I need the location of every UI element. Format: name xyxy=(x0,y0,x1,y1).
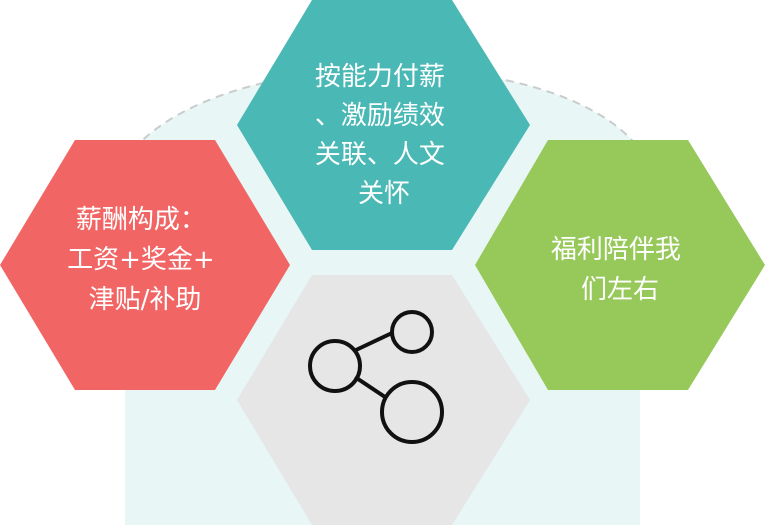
hexagon-welfare: 福利陪伴我 们左右 xyxy=(475,140,765,390)
hexagon-share-center xyxy=(237,275,530,525)
share-icon-connector-top xyxy=(355,331,393,352)
hexagon-salary-structure-line-2: 工资+奖金+ xyxy=(67,245,215,275)
hexagon-pay-by-ability-text: 按能力付薪 、激励绩效 关联、人文 关怀 xyxy=(315,62,453,209)
hexagon-salary-structure-text: 薪酬构成： 工资+奖金+ 津贴/补助 xyxy=(67,205,223,315)
hexagon-welfare-line-2: 们左右 xyxy=(581,275,659,305)
hexagon-pay-by-ability-shape xyxy=(237,0,530,250)
hexagon-pay-by-ability-line-2: 、激励绩效 xyxy=(315,101,445,131)
share-icon-node-bottom-right xyxy=(380,380,444,444)
hexagon-welfare-line-1: 福利陪伴我 xyxy=(551,235,681,265)
hexagon-salary-structure: 薪酬构成： 工资+奖金+ 津贴/补助 xyxy=(0,140,290,390)
hexagon-welfare-text: 福利陪伴我 们左右 xyxy=(551,235,689,305)
hexagon-pay-by-ability: 按能力付薪 、激励绩效 关联、人文 关怀 xyxy=(237,0,530,250)
hexagon-pay-by-ability-line-4: 关怀 xyxy=(358,179,410,209)
share-icon-connector-bottom xyxy=(353,375,387,399)
hexagon-welfare-shape xyxy=(475,140,765,390)
hexagon-pay-by-ability-line-3: 关联、人文 xyxy=(315,140,445,170)
hexagon-salary-structure-line-3: 津贴/补助 xyxy=(89,285,202,315)
share-icon xyxy=(308,310,444,444)
hexagon-pay-by-ability-line-1: 按能力付薪 xyxy=(315,62,445,92)
hexagon-salary-structure-shape xyxy=(0,140,290,390)
share-icon-node-top-right xyxy=(390,310,434,354)
hexagon-salary-structure-line-1: 薪酬构成： xyxy=(76,205,206,235)
share-icon-node-left xyxy=(308,339,362,393)
